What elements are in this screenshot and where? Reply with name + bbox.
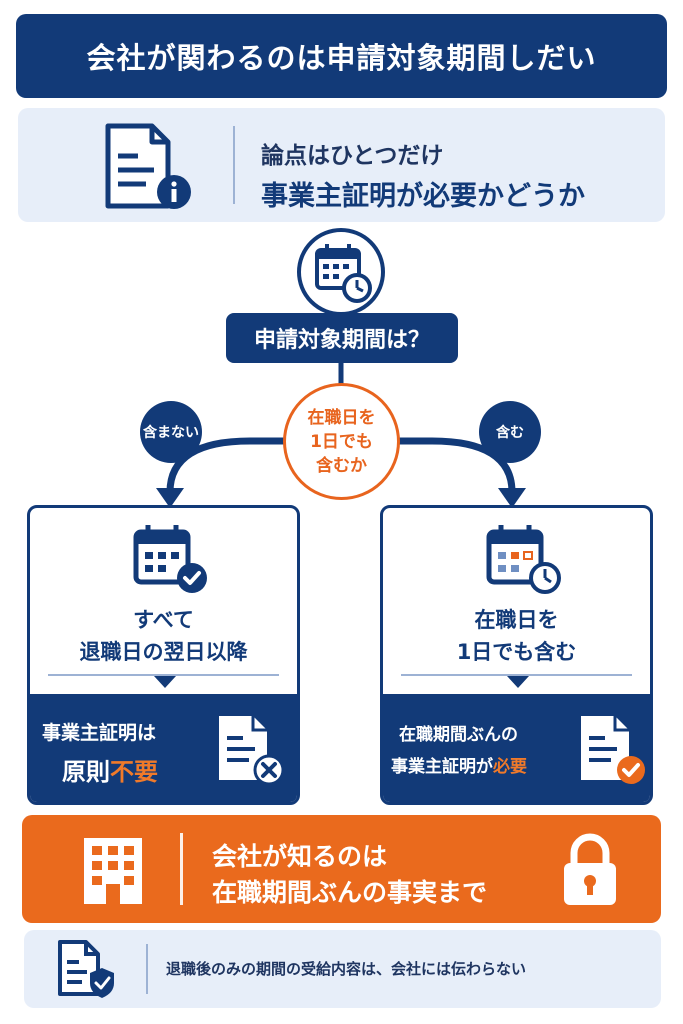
left-result-highlight: 不要 [110,758,158,786]
divider [180,833,183,905]
calendar-clock-icon [486,525,561,594]
decision-line: 1日でも [310,431,373,452]
left-card-result: 事業主証明は 原則不要 [30,694,297,802]
branch-tag-right: 含む [479,401,541,463]
document-check-icon [581,716,645,784]
branch-right-label: 含む [496,425,524,441]
divider [146,944,148,994]
page-title: 会社が関わるのは申請対象期間しだい [86,41,597,75]
left-result-line1: 事業主証明は [42,722,157,744]
building-icon [84,838,142,904]
right-result-highlight: 必要 [493,757,527,777]
note-box: 退職後のみの期間の受給内容は、会社には伝わらない [24,930,661,1008]
branch-tag-left: 含まない [140,401,202,463]
left-card-line1: すべて [133,608,194,632]
calendar-clock-icon [297,228,385,316]
left-card-line2: 退職日の翌日以降 [79,640,248,664]
note-text: 退職後のみの期間の受給内容は、会社には伝わらない [166,960,527,978]
down-arrow-icon [507,676,529,688]
conclusion-banner: 会社が知るのは 在職期間ぶんの事実まで [22,815,661,923]
banner-line2: 在職期間ぶんの事実まで [212,878,488,907]
right-result-line1: 在職期間ぶんの [399,725,518,745]
branch-left-label: 含まない [143,425,199,441]
title-banner: 会社が関わるのは申請対象期間しだい [16,14,667,98]
banner-line1: 会社が知るのは [212,842,388,871]
question-text: 申請対象期間は？ [253,328,430,353]
question-box: 申請対象期間は？ [226,313,458,363]
right-result-prefix: 事業主証明が [391,757,493,777]
decision-line: 含むか [316,455,367,476]
right-card-result: 在職期間ぶんの 事業主証明が必要 [383,694,650,802]
lock-icon [564,833,616,905]
left-result-line2: 原則不要 [62,752,158,787]
document-shield-icon [58,940,114,998]
down-arrow-icon [154,676,176,688]
calendar-check-icon [133,525,207,593]
result-card-right: 在職日を 1日でも含む 在職期間ぶんの 事業主証明が必要 [380,505,653,805]
decision-line: 在職日を [307,407,376,428]
document-info-icon [105,123,191,209]
right-result-line2: 事業主証明が必要 [391,752,527,777]
point-line1: 論点はひとつだけ [261,143,444,169]
document-x-icon [219,716,285,786]
decision-circle: 在職日を 1日でも 含むか [283,383,400,500]
point-line2: 事業主証明が必要かどうか [261,181,585,212]
right-card-line1: 在職日を [474,608,559,632]
result-card-left: すべて 退職日の翌日以降 事業主証明は 原則不要 [27,505,300,805]
divider [233,126,235,204]
left-result-prefix: 原則 [62,758,110,786]
divider [401,674,632,676]
right-card-line2: 1日でも含む [456,640,577,664]
key-point-box: 論点はひとつだけ 事業主証明が必要かどうか [18,108,665,222]
divider [48,674,279,676]
